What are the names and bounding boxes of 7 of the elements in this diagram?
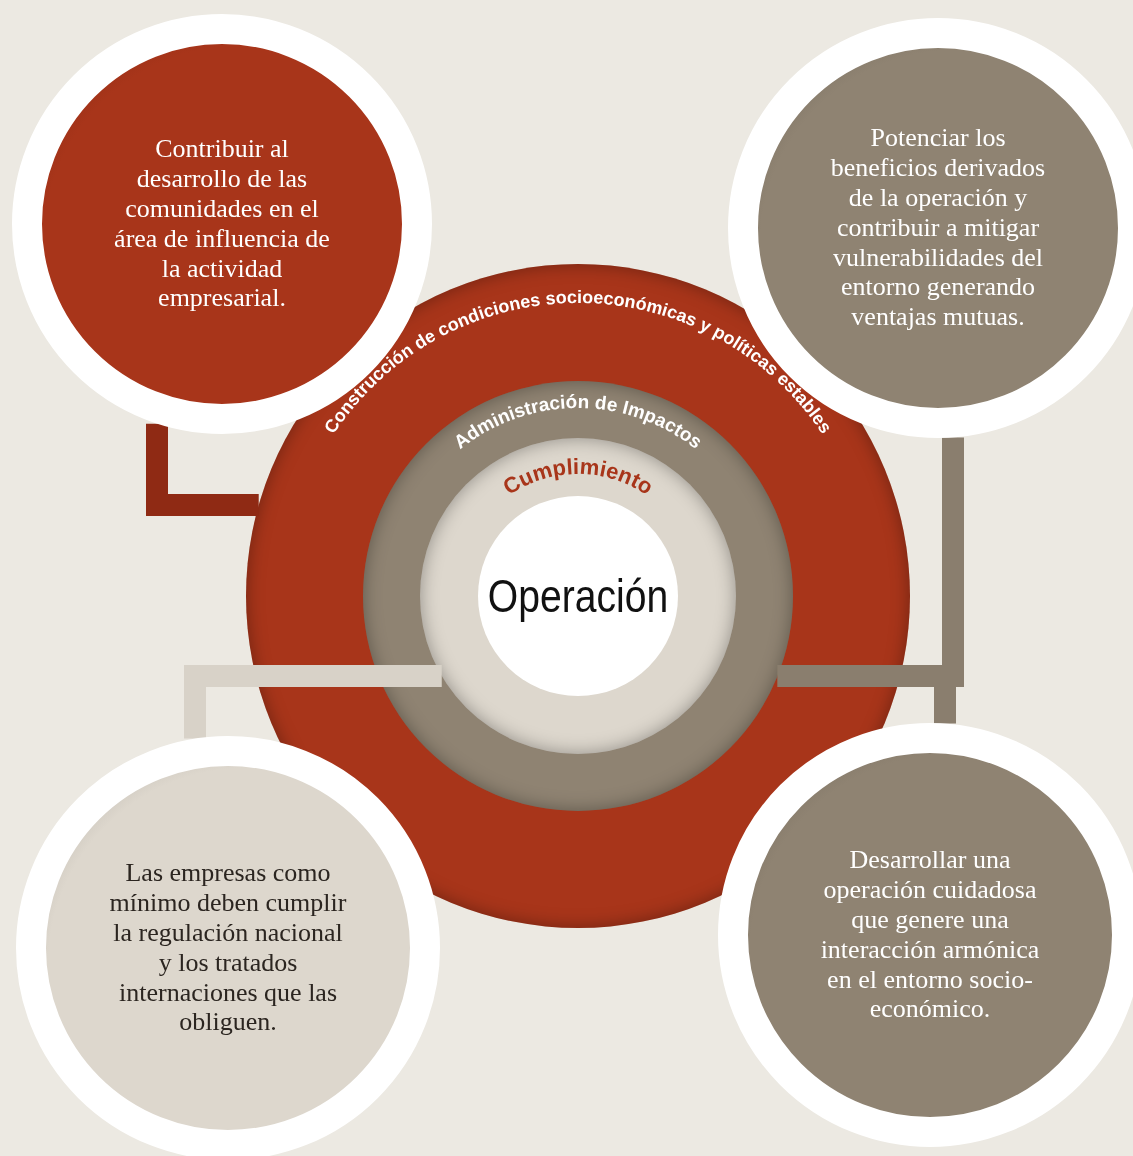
center-label: Operación <box>487 569 669 623</box>
circle-text: Desarrollar una operación cuidadosa que genere una interacción armónica en el entorno socio-económico. <box>819 845 1041 1025</box>
circle-text: Las empresas como mínimo deben cumplir la regulación nacional y los tratados internaciones que las obliguen. <box>108 858 348 1038</box>
circle-text: Potenciar los beneficios derivados de la operación y contribuir a mitigar vulnerabilidades del entorno generando ventajas mutuas. <box>829 123 1047 333</box>
connector-line <box>184 665 442 739</box>
ring-label: Cumplimiento <box>498 453 658 500</box>
circle-text: Contribuir al desarrollo de las comunidades en el área de influencia de la actividad empresarial. <box>113 134 331 314</box>
